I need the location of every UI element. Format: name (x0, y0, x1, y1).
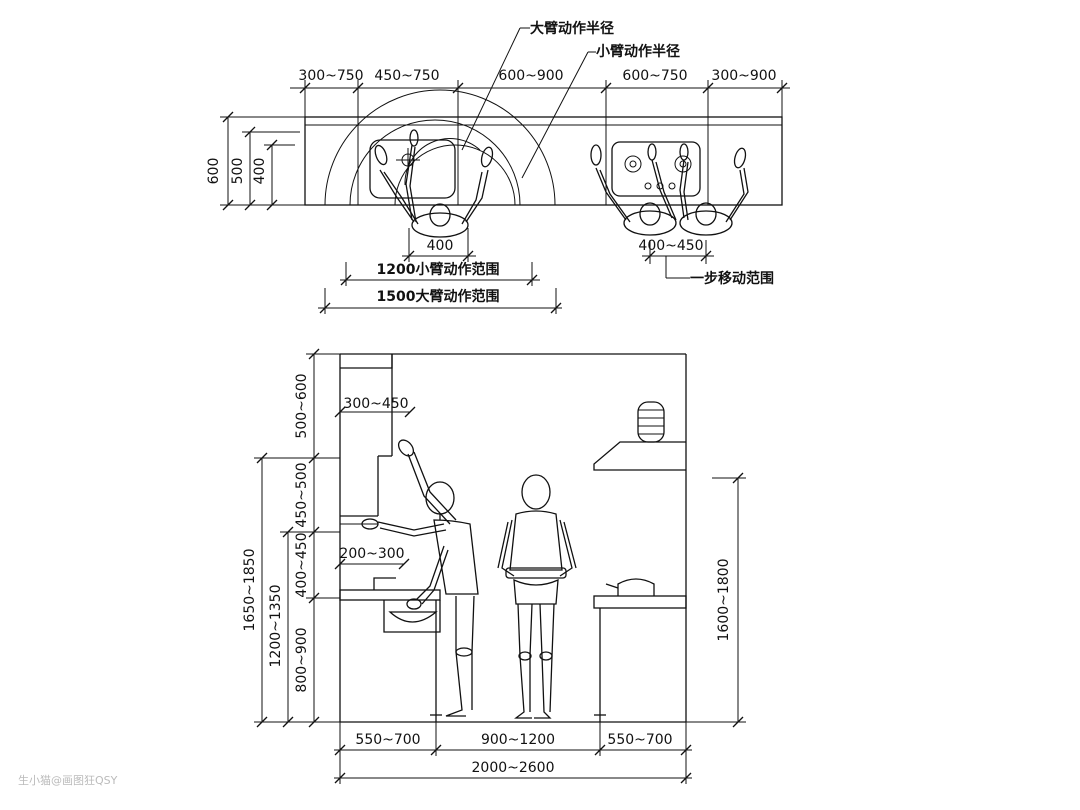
elevation-left-cabinets (340, 354, 393, 525)
plan-bottom-dimensions: 400 1200小臂动作范围 1500大臂动作范围 400~450 一步移动范围 (318, 228, 774, 314)
plan-top-dim-5: 300~900 (711, 68, 776, 84)
elevation-stove-counter (593, 578, 687, 722)
elev-bottom-dim-2: 900~1200 (481, 732, 555, 748)
elevation-range-hood (593, 401, 686, 471)
elevation-figure-reaching (361, 439, 479, 717)
plan-figure-sink (374, 129, 494, 238)
elev-dim-450-500: 450~500 (294, 462, 310, 527)
watermark: 生小猫@画图狂QSY (18, 774, 118, 787)
plan-top-dim-2: 450~750 (374, 68, 439, 84)
plan-top-dim-1: 300~750 (298, 68, 363, 84)
elevation-inner-dimensions: 300~450 200~300 (334, 396, 416, 570)
plan-left-dim-500: 500 (230, 158, 246, 185)
elevation-left-dimensions: 500~600 450~500 400~450 1650~1850 1200~1… (242, 348, 340, 728)
elev-bottom-dim-1: 550~700 (355, 732, 420, 748)
elev-dim-1650-1850: 1650~1850 (242, 549, 258, 632)
small-arm-range-label: 1200小臂动作范围 (377, 261, 500, 278)
plan-dim-400: 400 (427, 238, 454, 254)
elev-dim-300-450: 300~450 (343, 396, 408, 412)
plan-top-dimensions: 300~750 450~750 600~900 600~750 300~900 (290, 68, 790, 117)
elevation-right-dimension: 1600~1800 (686, 472, 746, 728)
elev-dim-1200-1350: 1200~1350 (268, 585, 284, 668)
elev-dim-1600-1800: 1600~1800 (716, 559, 732, 642)
elev-dim-400-450: 400~450 (294, 532, 310, 597)
elevation-view: 300~450 200~300 500~600 450~500 400~450 … (242, 348, 746, 784)
plan-callouts: 大臂动作半径 小臂动作半径 (461, 20, 680, 179)
elevation-bottom-dimensions: 550~700 900~1200 550~700 2000~2600 (334, 722, 692, 784)
plan-left-dim-600: 600 (206, 158, 222, 185)
plan-top-dim-4: 600~750 (622, 68, 687, 84)
elevation-figure-standing (497, 474, 577, 719)
elev-dim-800-900: 800~900 (294, 627, 310, 692)
elev-dim-500-600: 500~600 (294, 373, 310, 438)
elev-total-dim: 2000~2600 (472, 760, 555, 776)
one-step-range-label: 一步移动范围 (690, 270, 774, 287)
elev-dim-200-300: 200~300 (339, 546, 404, 562)
small-arm-radius-label: 小臂动作半径 (596, 43, 680, 60)
plan-counter (304, 116, 783, 206)
plan-stove (611, 141, 701, 197)
big-arm-radius-label: 大臂动作半径 (530, 20, 614, 37)
elevation-sink-counter (339, 577, 442, 722)
plan-top-dim-3: 600~900 (498, 68, 563, 84)
plan-view: 300~750 450~750 600~900 600~750 300~900 … (206, 20, 790, 314)
big-arm-range-label: 1500大臂动作范围 (377, 288, 500, 305)
plan-left-dim-400: 400 (252, 158, 268, 185)
plan-dim-400-450: 400~450 (638, 238, 703, 254)
elev-bottom-dim-3: 550~700 (607, 732, 672, 748)
plan-figure-stove (590, 143, 749, 236)
plan-left-dimensions: 600 500 400 (206, 111, 305, 211)
